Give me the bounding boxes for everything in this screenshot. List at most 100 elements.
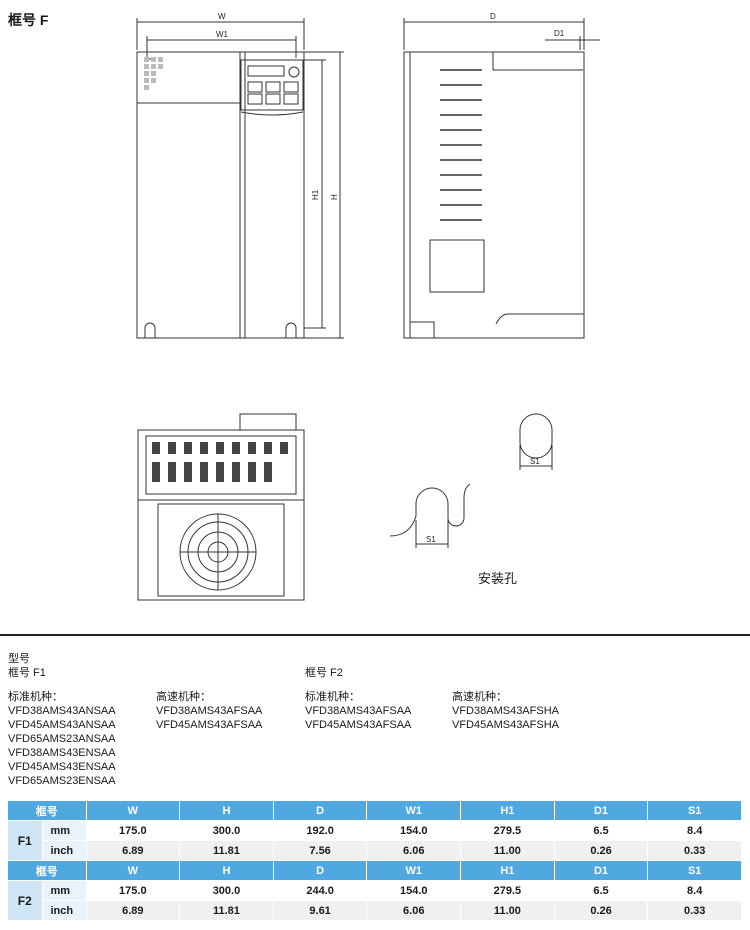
model-item: VFD45AMS43AFSAA	[305, 719, 412, 731]
value-cell: 0.33	[647, 900, 742, 921]
dim-label-d: D	[490, 12, 496, 21]
f1-standard-label: 标准机种：	[8, 691, 63, 703]
header-cell: S1	[647, 860, 742, 881]
header-cell: W1	[366, 801, 462, 821]
header-cell: D	[273, 860, 368, 881]
value-cell: 6.06	[366, 900, 462, 921]
value-cell: 6.5	[554, 820, 649, 841]
value-cell: 6.06	[366, 840, 462, 861]
value-cell: 279.5	[460, 820, 555, 841]
value-cell: 0.26	[554, 840, 649, 861]
unit-cell: mm	[42, 880, 87, 901]
model-item: VFD65AMS23ANSAA	[8, 733, 116, 745]
f1-standard-models: 标准机种： VFD38AMS43ANSAA VFD45AMS43ANSAA VF…	[8, 690, 116, 788]
value-cell: 8.4	[647, 880, 742, 901]
value-cell: 300.0	[179, 820, 274, 841]
dim-label-d1: D1	[554, 29, 565, 38]
value-cell: 175.0	[86, 880, 181, 901]
header-cell: H	[179, 860, 274, 881]
unit-cell: inch	[42, 900, 87, 921]
f1-high-speed-models: 高速机种： VFD38AMS43AFSAA VFD45AMS43AFSAA	[156, 690, 262, 732]
value-cell: 11.81	[179, 900, 274, 921]
value-cell: 0.33	[647, 840, 742, 861]
header-cell: 框号	[8, 801, 87, 821]
f2-standard-label: 标准机种：	[305, 691, 360, 703]
bottom-view-drawing	[137, 413, 305, 601]
value-cell: 154.0	[366, 880, 462, 901]
dim-label-s1-slot: S1	[426, 535, 436, 544]
header-cell: W	[86, 801, 181, 821]
value-cell: 6.89	[86, 840, 181, 861]
bottom-view-terminals	[152, 442, 288, 482]
table-row: F1 mm 175.0 300.0 192.0 154.0 279.5 6.5 …	[8, 820, 742, 861]
f2-high-speed-label: 高速机种：	[452, 691, 507, 703]
frame-title: 框号 F	[8, 12, 49, 28]
value-cell: 154.0	[366, 820, 462, 841]
value-cell: 7.56	[273, 840, 368, 861]
model-item: VFD65AMS23ENSAA	[8, 775, 116, 787]
section-divider	[0, 634, 750, 636]
value-cell: 11.00	[460, 840, 555, 861]
model-lists: 标准机种： VFD38AMS43ANSAA VFD45AMS43ANSAA VF…	[8, 690, 748, 790]
unit-cell: mm	[42, 820, 87, 841]
value-cell: 6.5	[554, 880, 649, 901]
table-header-row: 框号 W H D W1 H1 D1 S1	[8, 860, 742, 881]
header-cell: D1	[554, 860, 649, 881]
value-cell: 175.0	[86, 820, 181, 841]
value-cell: 279.5	[460, 880, 555, 901]
value-cell: 244.0	[273, 880, 368, 901]
value-cell: 300.0	[179, 880, 274, 901]
dimension-spec-table: 框号 W H D W1 H1 D1 S1 F1 mm 175.0 300.0 1…	[8, 801, 742, 921]
header-cell: H	[179, 801, 274, 821]
mounting-hole-round	[519, 413, 553, 470]
value-cell: 11.00	[460, 900, 555, 921]
frame-cell: F1	[8, 820, 43, 861]
side-view-drawing	[403, 18, 600, 339]
header-cell: D1	[554, 801, 649, 821]
mounting-hole-slot	[389, 483, 471, 548]
header-cell: W1	[366, 860, 462, 881]
frame-cell: F2	[8, 880, 43, 921]
header-cell: H1	[460, 801, 555, 821]
dim-label-s1-round: S1	[530, 457, 540, 466]
f2-high-speed-models: 高速机种： VFD38AMS43AFSHA VFD45AMS43AFSHA	[452, 690, 559, 732]
dimension-drawings: W W1 H1 H D D1 S1 S1	[136, 12, 600, 601]
mounting-hole-caption: 安装孔	[478, 571, 518, 586]
table-row: inch 6.89 11.81 9.61 6.06 11.00 0.26 0.3…	[8, 900, 742, 921]
dim-label-h: H	[330, 194, 339, 200]
models-header: 型号	[8, 653, 30, 665]
unit-cell: inch	[42, 840, 87, 861]
value-cell: 8.4	[647, 820, 742, 841]
model-item: VFD38AMS43ENSAA	[8, 747, 116, 759]
f2-standard-models: 标准机种： VFD38AMS43AFSAA VFD45AMS43AFSAA	[305, 690, 411, 732]
f1-title: 框号 F1	[8, 667, 46, 679]
model-item: VFD38AMS43AFSAA	[156, 705, 263, 717]
model-item: VFD45AMS43AFSHA	[452, 719, 559, 731]
dim-label-w: W	[218, 12, 226, 21]
model-item: VFD38AMS43AFSAA	[305, 705, 412, 717]
model-item: VFD38AMS43ANSAA	[8, 705, 116, 717]
value-cell: 6.89	[86, 900, 181, 921]
header-cell: 框号	[8, 860, 87, 881]
f1-high-speed-label: 高速机种：	[156, 691, 211, 703]
value-cell: 0.26	[554, 900, 649, 921]
value-cell: 192.0	[273, 820, 368, 841]
table-row: inch 6.89 11.81 7.56 6.06 11.00 0.26 0.3…	[8, 840, 742, 861]
model-item: VFD45AMS43AFSAA	[156, 719, 263, 731]
f2-title: 框号 F2	[305, 667, 343, 679]
front-view-drawing	[136, 18, 344, 339]
header-cell: W	[86, 860, 181, 881]
model-item: VFD45AMS43ANSAA	[8, 719, 116, 731]
dim-label-h1: H1	[311, 189, 320, 200]
header-cell: H1	[460, 860, 555, 881]
table-header-row: 框号 W H D W1 H1 D1 S1	[8, 801, 742, 821]
dim-label-w1: W1	[216, 30, 229, 39]
model-item: VFD45AMS43ENSAA	[8, 761, 116, 773]
table-row: F2 mm 175.0 300.0 244.0 154.0 279.5 6.5 …	[8, 880, 742, 921]
header-cell: S1	[647, 801, 742, 821]
model-item: VFD38AMS43AFSHA	[452, 705, 559, 717]
front-view-led-grid	[144, 57, 163, 90]
value-cell: 9.61	[273, 900, 368, 921]
value-cell: 11.81	[179, 840, 274, 861]
header-cell: D	[273, 801, 368, 821]
